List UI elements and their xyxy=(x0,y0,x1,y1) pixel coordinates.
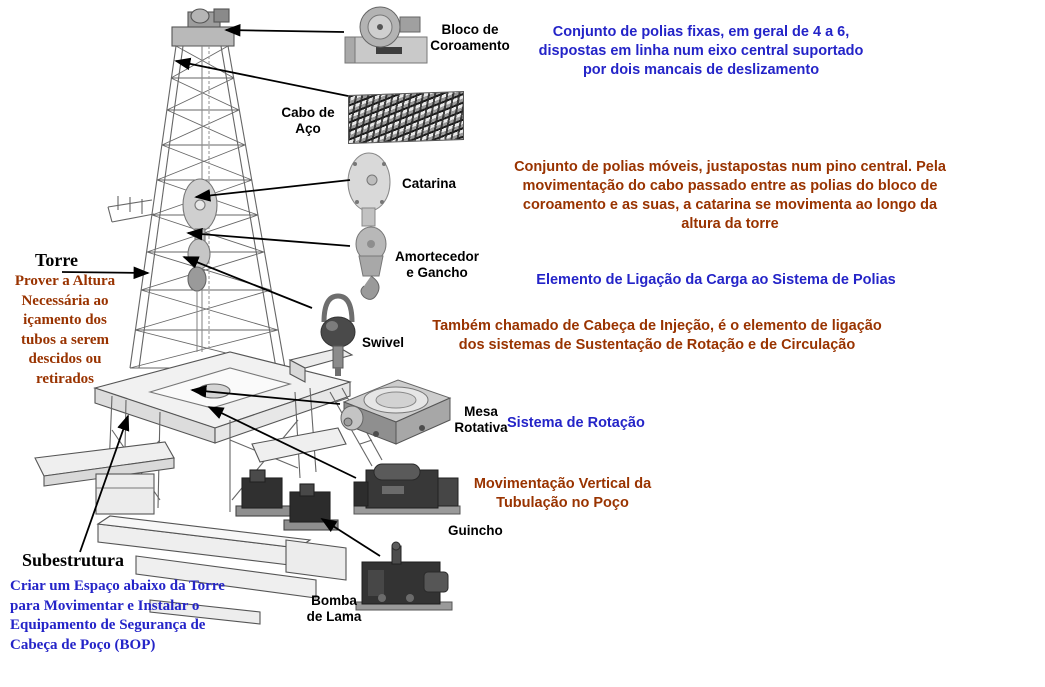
annotation-catarina: Conjunto de polias móveis, justapostas n… xyxy=(514,159,946,232)
annotation-mesa-rotativa: Sistema de Rotação xyxy=(507,415,645,431)
label-cabo-aco: Cabo de Aço xyxy=(281,105,335,136)
crown-block-photo xyxy=(344,6,428,64)
annotation-gancho: Elemento de Ligação da Carga ao Sistema … xyxy=(536,272,896,288)
label-mesa-rotativa: Mesa Rotativa xyxy=(454,404,508,435)
label-bomba-lama: Bomba de Lama xyxy=(306,593,362,624)
shock-absorber-hook-photo xyxy=(355,226,387,300)
label-amortecedor: Amortecedor e Gancho xyxy=(394,249,480,280)
drawworks-photo xyxy=(353,463,461,515)
traveling-block-photo xyxy=(347,152,391,227)
annotation-guincho: Movimentação Vertical da Tubulação no Po… xyxy=(473,476,652,511)
annotation-swivel: Também chamado de Cabeça de Injeção, é o… xyxy=(432,318,882,353)
heading-torre: Torre xyxy=(35,250,78,270)
heading-subestrutura: Subestrutura xyxy=(22,550,125,570)
label-guincho: Guincho xyxy=(448,523,503,538)
label-bloco-coroamento: Bloco de Coroamento xyxy=(430,22,510,53)
mud-pump-photo xyxy=(355,541,453,611)
label-catarina: Catarina xyxy=(402,176,457,191)
swivel-photo xyxy=(320,293,356,376)
steel-cable-photo xyxy=(348,90,464,145)
subestrutura-description: Criar um Espaço abaixo da Torre para Mov… xyxy=(10,578,225,653)
label-swivel: Swivel xyxy=(362,335,405,350)
rotary-table-photo xyxy=(340,379,452,445)
torre-description: Prover a Altura Necessária ao içamento d… xyxy=(14,273,116,387)
annotation-coroamento: Conjunto de polias fixas, em geral de 4 … xyxy=(538,24,864,78)
